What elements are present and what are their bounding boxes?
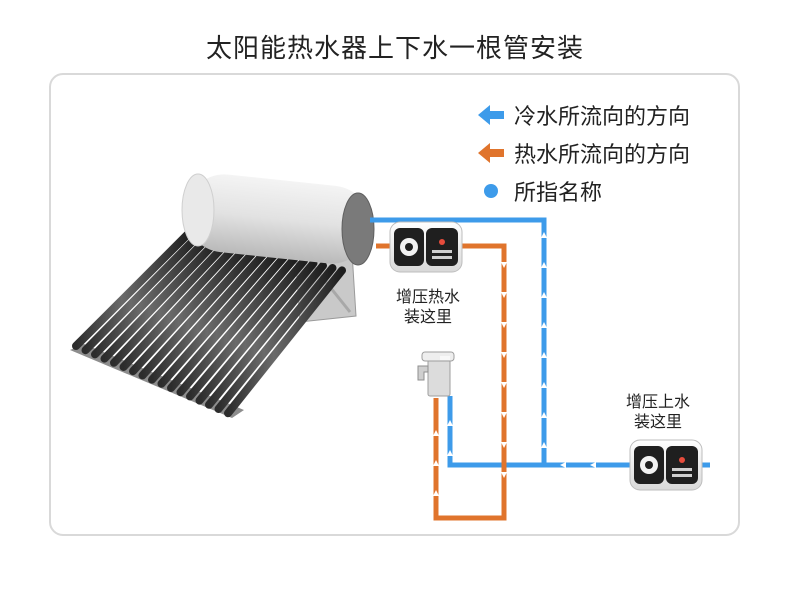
hot-pump-label-line1: 增压热水	[395, 287, 460, 306]
vacuum-tube	[157, 249, 280, 388]
legend-cold: 冷水所流向的方向	[478, 96, 690, 134]
vacuum-tube	[138, 244, 261, 380]
pump-icon	[389, 221, 463, 273]
dot-icon	[484, 184, 498, 198]
hot-pump-label: 增压热水 装这里	[378, 287, 478, 327]
legend-cold-label: 冷水所流向的方向	[514, 105, 691, 130]
vacuum-tube	[167, 252, 289, 392]
legend-hot: 热水所流向的方向	[478, 134, 690, 172]
vacuum-tube	[81, 230, 204, 355]
vacuum-tube	[176, 254, 299, 397]
cold-pump-label-line1: 增压上水	[625, 392, 690, 411]
vacuum-tube	[91, 232, 213, 359]
legend-point-label: 所指名称	[514, 181, 603, 206]
vacuum-tube	[205, 261, 327, 409]
vacuum-tube	[214, 264, 337, 413]
legend: 冷水所流向的方向 热水所流向的方向 所指名称	[478, 96, 690, 210]
vacuum-tube	[100, 235, 223, 363]
hot-pump-label-line2: 装这里	[403, 307, 452, 326]
vacuum-tube	[195, 259, 318, 405]
arrow-left-icon	[478, 143, 504, 163]
cold-pump-label-line2: 装这里	[633, 412, 682, 431]
flow-arrows	[433, 232, 596, 496]
vacuum-tube	[148, 247, 270, 384]
cold-pump-label: 增压上水 装这里	[608, 392, 708, 432]
cold-water-pipe	[370, 217, 710, 468]
faucet-icon	[417, 351, 455, 397]
pump-icon	[629, 439, 703, 491]
vacuum-tube	[119, 240, 242, 371]
vacuum-tube	[129, 242, 251, 376]
solar-water-heater-icon	[70, 173, 375, 418]
vacuum-tube	[186, 256, 308, 401]
legend-hot-label: 热水所流向的方向	[514, 143, 691, 168]
vacuum-tube	[110, 237, 232, 367]
legend-point: 所指名称	[478, 172, 690, 210]
vacuum-tube	[72, 228, 194, 350]
vacuum-tube	[224, 266, 346, 418]
page-title: 太阳能热水器上下水一根管安装	[205, 34, 584, 64]
arrow-left-icon	[478, 105, 504, 125]
